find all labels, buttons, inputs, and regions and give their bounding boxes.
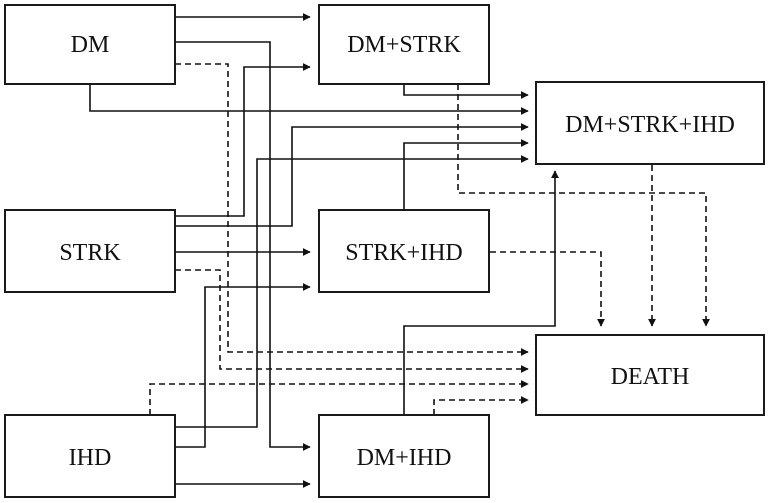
- edge-dm-ihd-to-death: [433, 396, 529, 415]
- edge-strk-to-dm-strk: [175, 63, 311, 217]
- node-dm-ihd-label: DM+IHD: [357, 445, 452, 471]
- edge-strk-ihd-to-dm-strk-ihd: [403, 139, 529, 210]
- edge-ihd-to-strk-ihd: [175, 283, 311, 448]
- node-dm-label: DM: [71, 32, 110, 58]
- node-dm: DM: [4, 4, 176, 85]
- edge-ihd-to-dm-strk-ihd: [175, 155, 529, 428]
- edge-dm-to-death: [175, 63, 529, 356]
- edge-dm-to-dm-ihd: [175, 41, 311, 451]
- edge-strk-ihd-to-death: [490, 251, 605, 327]
- node-dm-strk: DM+STRK: [318, 4, 490, 85]
- edge-strk-to-death: [175, 269, 529, 373]
- node-dm-strk-label: DM+STRK: [347, 32, 461, 58]
- node-dm-ihd: DM+IHD: [318, 414, 490, 498]
- node-dm-strk-ihd: DM+STRK+IHD: [535, 81, 765, 165]
- node-ihd-label: IHD: [69, 445, 112, 471]
- edge-ihd-to-death: [149, 380, 529, 415]
- edge-dm-to-dm-strk-ihd: [89, 84, 529, 115]
- edge-dm-strk-to-dm-strk-ihd: [403, 84, 529, 99]
- node-strk-ihd-label: STRK+IHD: [345, 240, 463, 266]
- node-strk-label: STRK: [59, 240, 121, 266]
- edge-dm-ihd-to-dm-strk-ihd: [403, 170, 559, 415]
- node-death-label: DEATH: [611, 364, 690, 390]
- edge-dm-strk-to-death: [457, 84, 710, 327]
- node-dm-strk-ihd-label: DM+STRK+IHD: [565, 112, 735, 138]
- edges: [89, 13, 710, 488]
- edge-strk-to-dm-strk-ihd: [175, 123, 529, 227]
- node-death: DEATH: [535, 334, 765, 416]
- node-strk: STRK: [4, 209, 176, 293]
- node-strk-ihd: STRK+IHD: [318, 209, 490, 293]
- node-ihd: IHD: [4, 414, 176, 498]
